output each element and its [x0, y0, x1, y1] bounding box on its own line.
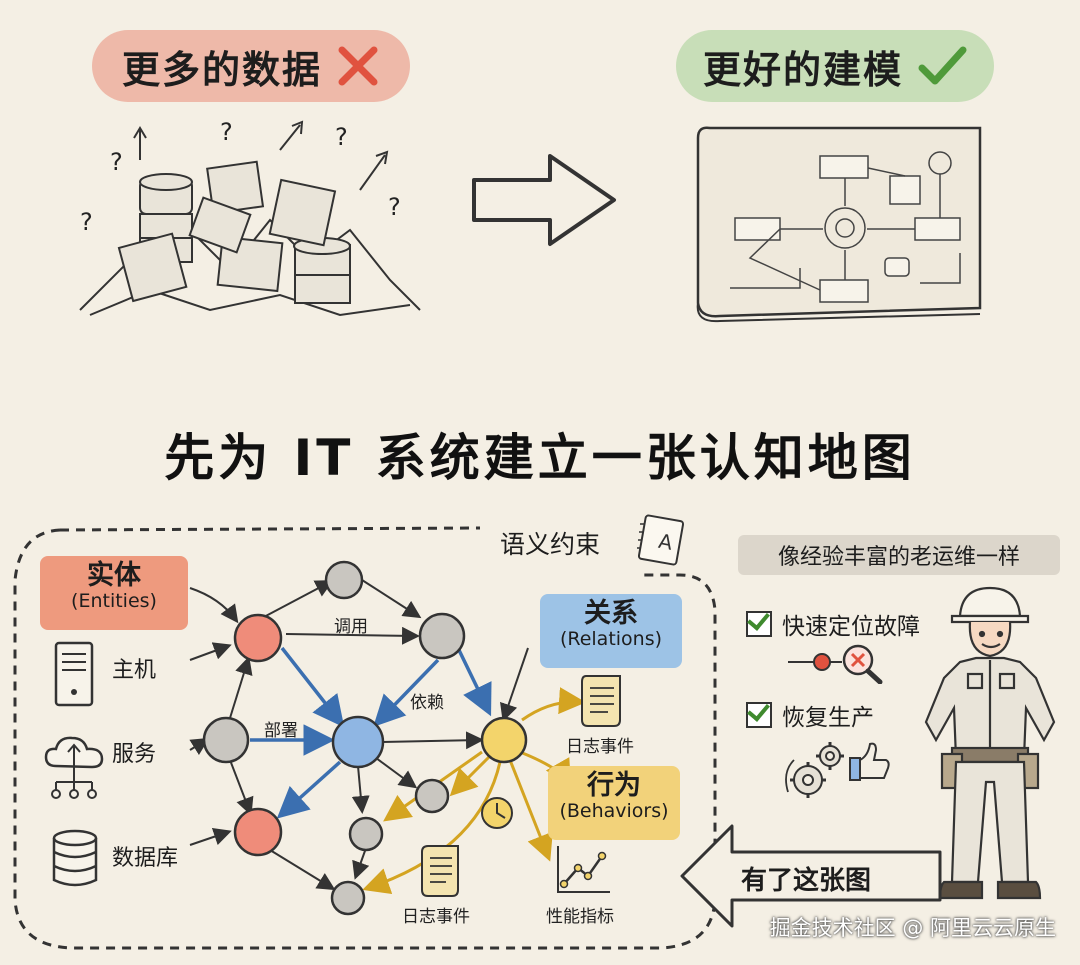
performance-chart-icon [557, 846, 610, 893]
graph-node-center [331, 715, 385, 769]
graph-node-entity [233, 613, 283, 663]
more-data-pill: 更多的数据 [92, 30, 410, 102]
edge-label-deploy: 部署 [264, 721, 298, 741]
ops-engineer-illustration [924, 586, 1056, 900]
better-modeling-label: 更好的建模 [702, 47, 903, 92]
entities-subtitle: (Entities) [71, 590, 157, 613]
checkbox-icon [746, 702, 772, 728]
behaviors-subtitle: (Behaviors) [559, 800, 669, 823]
relations-tag: 关系 (Relations) [540, 594, 682, 668]
callout-arrow-label: 有了这张图 [741, 866, 872, 896]
check-icon [918, 46, 967, 85]
entities-tag: 实体 (Entities) [40, 556, 188, 630]
entity-database-label: 数据库 [112, 846, 179, 871]
check-item-restore-production: 恢复生产 [746, 698, 874, 732]
check-label: 恢复生产 [782, 705, 874, 731]
svg-text:?: ? [110, 148, 123, 176]
host-server-icon [54, 641, 94, 707]
main-title: 先为 IT 系统建立一张认知地图 [164, 429, 916, 487]
blueprint-illustration [696, 126, 982, 323]
svg-text:?: ? [220, 118, 233, 146]
more-data-label: 更多的数据 [121, 47, 322, 92]
graph-node [418, 612, 466, 660]
check-label: 快速定位故障 [782, 614, 920, 640]
semantic-constraints-label: 语义约束 [500, 530, 601, 559]
graph-node [414, 778, 450, 814]
entity-host-label: 主机 [112, 658, 157, 683]
side-heading: 像经验丰富的老运维一样 [738, 535, 1060, 575]
cross-icon [338, 46, 378, 86]
check-item-locate-fault: 快速定位故障 [746, 607, 920, 641]
log-event-label-2: 日志事件 [402, 907, 470, 927]
graph-node [202, 716, 250, 764]
svg-text:?: ? [80, 208, 93, 236]
svg-text:?: ? [335, 123, 348, 151]
graph-node-behavior [480, 716, 528, 764]
svg-text:?: ? [388, 193, 401, 221]
entity-service-label: 服务 [112, 742, 157, 767]
performance-metric-label: 性能指标 [546, 907, 614, 927]
behaviors-title: 行为 [587, 770, 641, 801]
gears-thumbs-up-icon [785, 742, 890, 798]
graph-node [330, 880, 366, 916]
graph-node [348, 816, 384, 852]
notebook-icon: A [637, 514, 685, 566]
log-scroll-icon [421, 845, 459, 897]
checkbox-icon [746, 611, 772, 637]
graph-node-entity [233, 807, 283, 857]
messy-data-pile-illustration: ? ? ? ? ? [79, 118, 421, 317]
transition-arrow [472, 154, 616, 246]
better-modeling-pill: 更好的建模 [676, 30, 994, 102]
knowledge-graph [189, 560, 586, 916]
svg-text:A: A [657, 529, 675, 555]
edge-label-depend: 依赖 [410, 693, 444, 713]
log-event-label-1: 日志事件 [566, 737, 634, 757]
behaviors-tag: 行为 (Behaviors) [548, 766, 680, 840]
entities-title: 实体 [87, 560, 141, 591]
watermark: 掘金技术社区 @ 阿里云云原生 [769, 916, 1056, 940]
log-scroll-icon [581, 675, 621, 727]
cloud-service-icon [44, 736, 104, 799]
clock-icon [481, 797, 513, 829]
relations-subtitle: (Relations) [559, 628, 663, 651]
fault-search-icon [788, 644, 883, 684]
cognitive-map-boundary [13, 526, 717, 950]
relations-title: 关系 [584, 598, 638, 629]
graph-node [324, 560, 364, 600]
database-icon [52, 829, 98, 887]
callout-arrow [680, 824, 942, 928]
edge-label-call: 调用 [334, 617, 368, 637]
